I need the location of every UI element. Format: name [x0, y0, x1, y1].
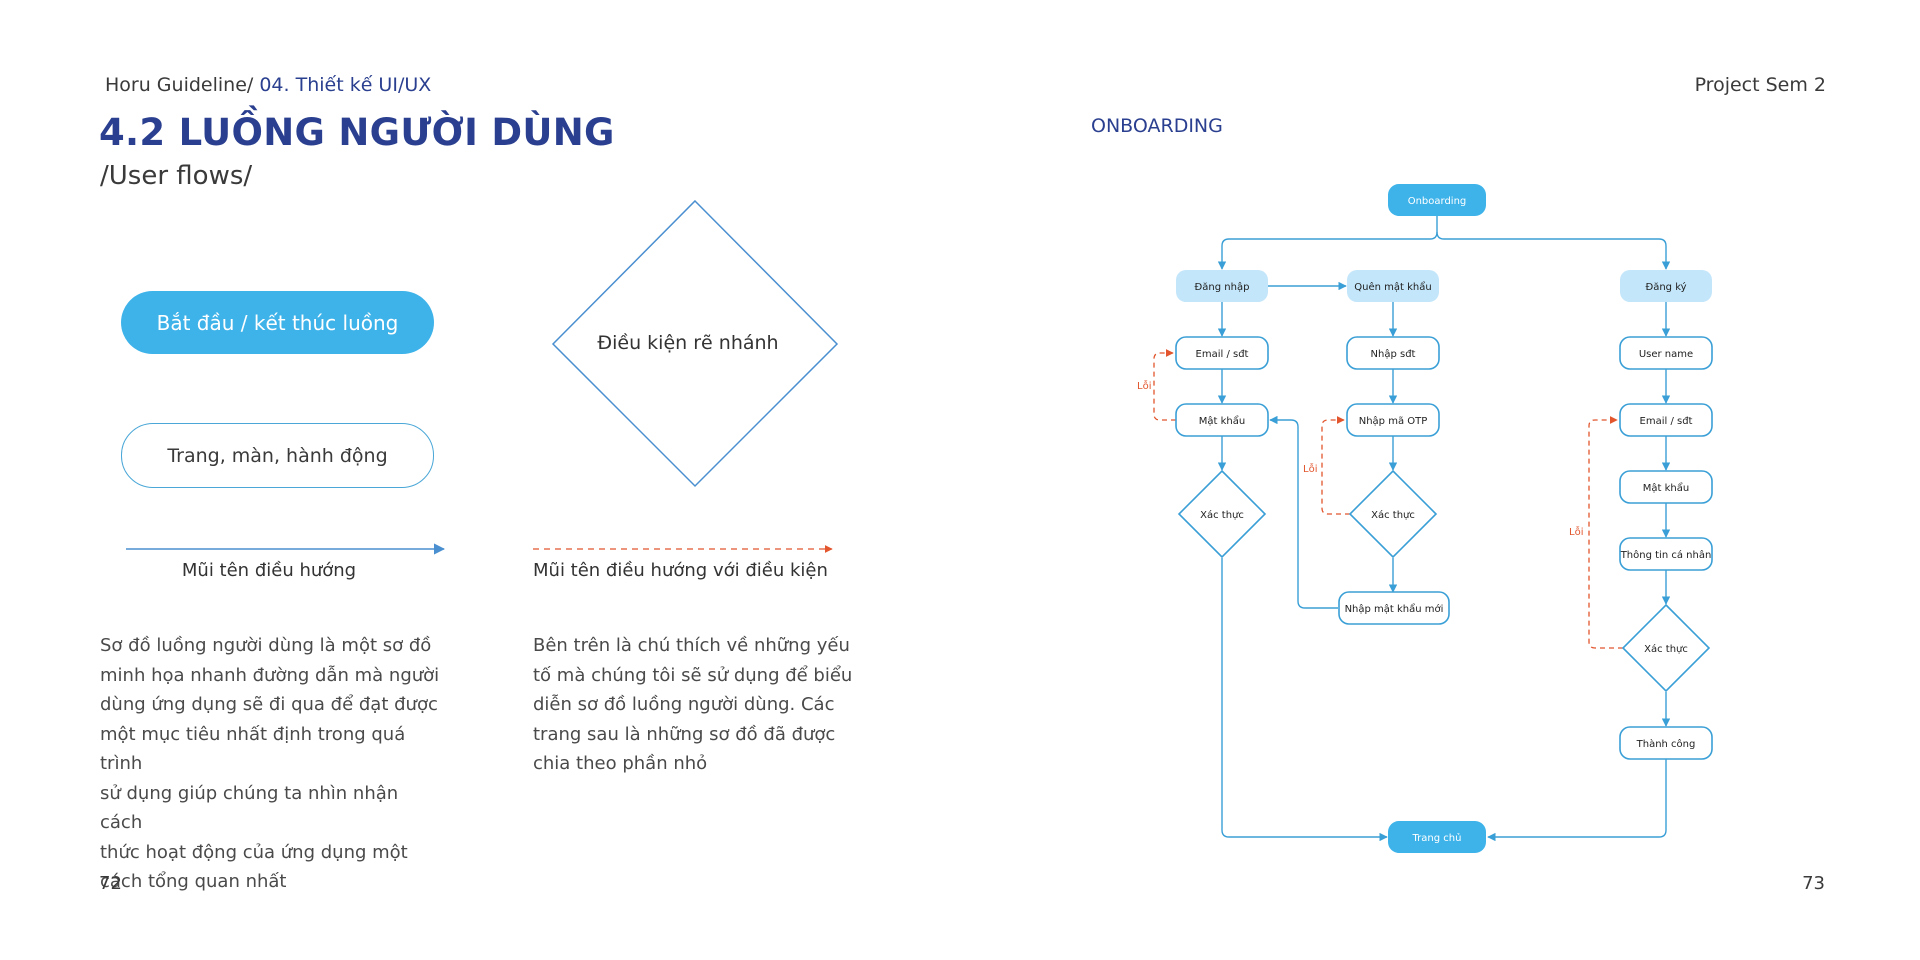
error-label: Lỗi	[1137, 379, 1151, 392]
flow-node-label: Thành công	[1636, 738, 1696, 750]
description-line: diễn sơ đồ luồng người dùng. Các	[533, 694, 835, 715]
description-line: minh họa nhanh đường dẫn mà người	[100, 664, 440, 686]
description-line: cách tổng quan nhất	[100, 871, 287, 892]
flow-node-label: Đăng ký	[1645, 281, 1686, 293]
description-line: sử dụng giúp chúng ta nhìn nhận cách	[100, 782, 399, 834]
breadcrumb-section[interactable]: 04. Thiết kế UI/UX	[253, 74, 432, 96]
page-title: 4.2 LUỒNG NGƯỜI DÙNG	[99, 111, 615, 154]
project-name: Project Sem 2	[1694, 74, 1826, 96]
error-connector	[1588, 416, 1623, 649]
description-line: Bên trên là chú thích về những yếu	[533, 635, 850, 656]
flow-node-label: Mật khẩu	[1199, 414, 1245, 427]
flow-decision-forgot-verify	[1348, 469, 1438, 559]
connector	[1221, 558, 1388, 842]
legend-start-end-label: Bắt đầu / kết thúc luồng	[156, 310, 399, 335]
flow-node-label: User name	[1639, 349, 1693, 360]
description-right: Bên trên là chú thích về những yếu tố mà…	[533, 631, 853, 779]
legend-branch-diamond	[551, 199, 839, 488]
flow-node-label: Mật khẩu	[1643, 481, 1689, 494]
page-subtitle: /User flows/	[100, 161, 253, 191]
flow-node-forgot-password: Quên mật khẩu	[1347, 270, 1439, 302]
legend-page-label: Trang, màn, hành động	[167, 444, 388, 467]
legend-start-end-shape: Bắt đầu / kết thúc luồng	[121, 291, 434, 354]
error-label: Lỗi	[1303, 462, 1317, 475]
flow-node-label: Nhập mật khẩu mới	[1345, 602, 1444, 615]
flow-node-login-password	[1175, 403, 1269, 437]
legend-branch-label: Điều kiện rẽ nhánh	[597, 332, 779, 354]
connector	[1436, 231, 1671, 270]
description-line: trang sau là những sơ đồ đã được	[533, 723, 836, 745]
flow-decision-reg-verify	[1621, 603, 1711, 693]
page-number-left: 72	[99, 873, 122, 894]
breadcrumb-root[interactable]: Horu Guideline/	[105, 74, 254, 96]
flow-node-login: Đăng nhập	[1176, 270, 1268, 302]
error-connector	[1153, 349, 1176, 421]
flow-node-label: Xác thực	[1644, 643, 1688, 655]
legend-page-shape: Trang, màn, hành động	[121, 423, 434, 488]
error-label: Lỗi	[1569, 525, 1583, 538]
breadcrumb: Horu Guideline/ 04. Thiết kế UI/UX	[105, 74, 431, 96]
flow-node-label: Email / sđt	[1640, 416, 1693, 427]
connector	[1269, 415, 1338, 609]
flow-node-label: Xác thực	[1200, 509, 1244, 521]
connector	[1487, 759, 1667, 842]
error-connector	[1321, 416, 1350, 515]
section-label: ONBOARDING	[1091, 115, 1223, 137]
flow-node-label: Email / sđt	[1196, 349, 1249, 360]
description-line: chia theo phần nhỏ	[533, 753, 708, 774]
flow-node-label: Trang chủ	[1412, 832, 1462, 844]
flow-node-login-email	[1175, 336, 1269, 370]
description-line: thức hoạt động của ứng dụng một	[100, 841, 408, 863]
flow-node-label: Thông tin cá nhân	[1620, 549, 1712, 561]
description-left: Sơ đồ luồng người dùng là một sơ đồ minh…	[100, 631, 445, 897]
legend-nav-arrow-label: Mũi tên điều hướng	[181, 560, 357, 581]
description-line: một mục tiêu nhất định trong quá trình	[100, 723, 406, 775]
flow-node-forgot-phone	[1346, 336, 1440, 370]
flow-node-label: Quên mật khẩu	[1354, 280, 1431, 293]
flow-node-label: Nhập mã OTP	[1359, 415, 1428, 427]
flow-node-label: Onboarding	[1408, 196, 1467, 207]
flow-node-reg-info	[1619, 537, 1713, 571]
flow-node-home: Trang chủ	[1388, 821, 1486, 853]
flow-node-reg-password	[1619, 470, 1713, 504]
connector	[1217, 216, 1438, 270]
description-line: dùng ứng dụng sẽ đi qua để đạt được	[100, 694, 438, 715]
flow-decision-login-verify	[1177, 469, 1267, 559]
flow-node-label: Xác thực	[1371, 509, 1415, 521]
flow-node-register: Đăng ký	[1620, 270, 1712, 302]
description-line: tố mà chúng tôi sẽ sử dụng để biểu	[533, 664, 853, 686]
legend-cond-arrow-label: Mũi tên điều hướng với điều kiện	[533, 560, 828, 581]
flow-node-reg-email	[1619, 403, 1713, 437]
flow-node-reg-username	[1619, 336, 1713, 370]
page-number-right: 73	[1802, 873, 1825, 894]
flow-node-forgot-otp	[1346, 403, 1440, 437]
description-line: Sơ đồ luồng người dùng là một sơ đồ	[100, 635, 432, 656]
flow-node-reg-success	[1619, 726, 1713, 760]
flow-node-label: Nhập sđt	[1371, 348, 1416, 360]
flow-node-onboarding: Onboarding	[1388, 184, 1486, 216]
flow-node-forgot-newpass	[1338, 591, 1450, 625]
flow-node-label: Đăng nhập	[1195, 281, 1250, 293]
